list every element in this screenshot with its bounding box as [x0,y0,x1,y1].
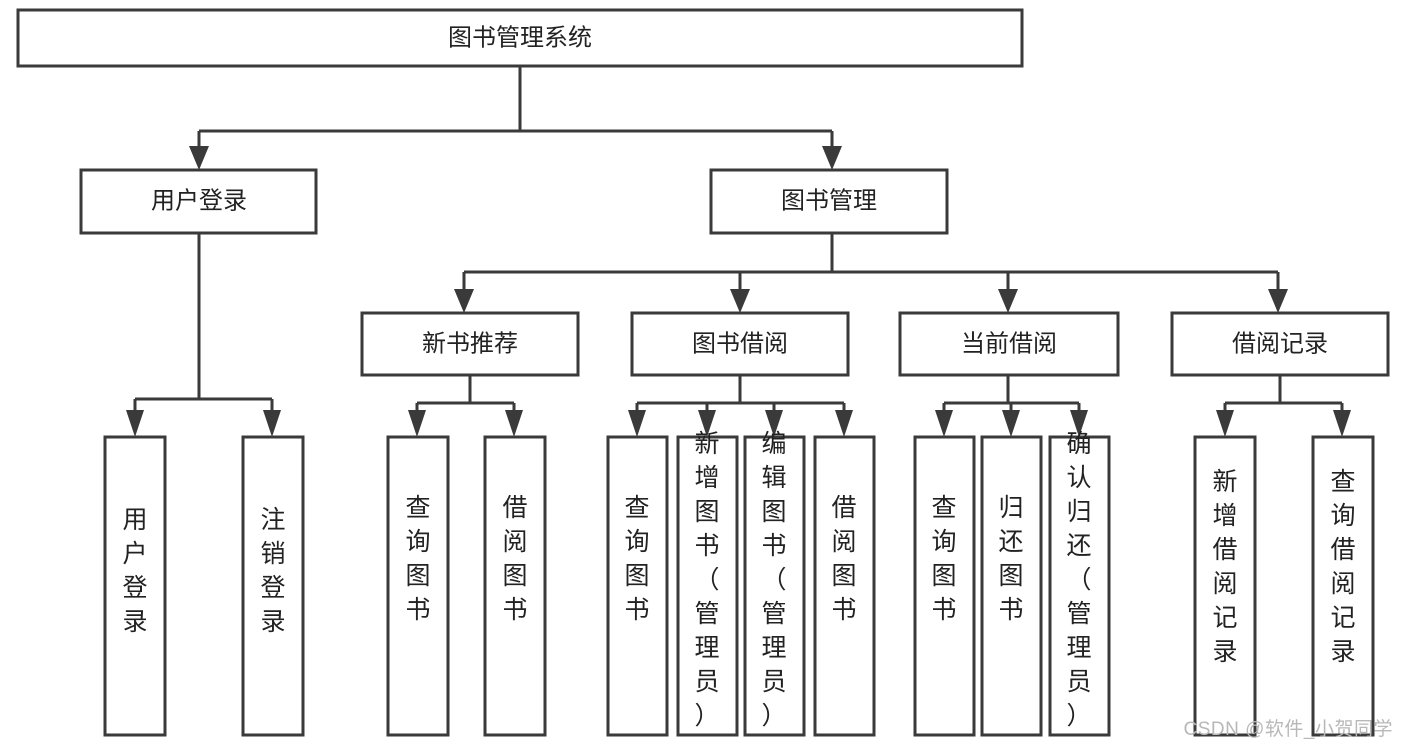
leaf-borrow-add-book[interactable]: 新增图书（管理员） [676,430,739,737]
leaf-newbook-query-label: 查询图书 [405,494,430,624]
node-user-login-label: 用户登录 [151,187,247,214]
leaf-records-query[interactable]: 查询借阅记录 [1311,435,1375,737]
node-book-management-label: 图书管理 [781,187,877,214]
leaf-records-add[interactable]: 新增借阅记录 [1193,435,1257,737]
arrow-leaf-user-login [126,410,144,437]
leaf-borrow-edit-book-box[interactable] [743,435,806,737]
node-new-book-recommend-box[interactable] [360,311,580,377]
arrow-records [1268,289,1288,313]
arrow-user-login [189,146,209,170]
node-root-system[interactable]: 图书管理系统 [16,8,1024,68]
arrow-newbook [454,289,474,313]
leaf-borrow-borrow-book[interactable]: 借阅图书 [813,435,876,737]
leaf-newbook-borrow-label: 借阅图书 [502,494,527,624]
arrow-borrow-leaf3 [765,410,783,437]
leaf-user-login-signin[interactable]: 用户登录 [103,435,167,737]
node-root-box[interactable] [16,8,1024,68]
arrow-borrow-leaf1 [628,410,646,437]
leaf-borrow-query-box[interactable] [606,435,669,737]
node-root-label: 图书管理系统 [448,24,592,51]
leaf-current-confirm-return[interactable]: 确认归还（管理员） [1048,430,1111,737]
node-borrow-records-label: 借阅记录 [1232,330,1328,357]
arrow-current-leaf3 [1070,410,1088,437]
arrow-current-leaf1 [935,410,953,437]
leaf-user-login-logout[interactable]: 注销登录 [241,435,305,737]
leaf-records-add-label: 新增借阅记录 [1212,468,1237,666]
node-current-borrow[interactable]: 当前借阅 [898,311,1120,377]
leaf-borrow-edit-book-label: 编辑图书（管理员） [761,430,786,730]
arrow-leaf-logout [263,410,281,437]
leaf-user-login-logout-box[interactable] [241,435,305,737]
leaf-newbook-query-box[interactable] [386,435,450,737]
leaf-borrow-query-label: 查询图书 [624,494,649,624]
leaf-current-query-label: 查询图书 [931,494,956,624]
leaf-current-return-box[interactable] [980,435,1043,737]
leaf-newbook-borrow[interactable]: 借阅图书 [483,435,547,737]
arrow-current [998,289,1018,313]
leaf-current-confirm-return-label: 确认归还（管理员） [1066,430,1091,730]
arrow-borrow-leaf4 [835,410,853,437]
leaf-borrow-edit-book[interactable]: 编辑图书（管理员） [743,430,806,737]
node-current-borrow-label: 当前借阅 [961,330,1057,357]
leaf-current-confirm-return-box[interactable] [1048,435,1111,737]
arrow-newbook-leaf2 [505,410,523,437]
leaf-borrow-add-book-box[interactable] [676,435,739,737]
node-borrow-records-box[interactable] [1170,311,1390,377]
leaf-records-add-box[interactable] [1193,435,1257,737]
node-borrow-records[interactable]: 借阅记录 [1170,311,1390,377]
leaf-user-login-logout-label: 注销登录 [260,506,285,636]
node-book-borrow[interactable]: 图书借阅 [630,311,850,377]
leaf-borrow-query[interactable]: 查询图书 [606,435,669,737]
arrow-records-leaf2 [1333,410,1351,437]
arrow-borrow-leaf2 [698,410,716,437]
node-user-login-box[interactable] [79,168,318,235]
node-book-borrow-box[interactable] [630,311,850,377]
leaf-borrow-add-book-label: 新增图书（管理员） [694,430,719,730]
leaf-records-query-label: 查询借阅记录 [1330,468,1355,666]
leaf-current-return[interactable]: 归还图书 [980,435,1043,737]
connector-group [126,66,1351,437]
node-book-borrow-label: 图书借阅 [692,330,788,357]
arrow-book-mgmt [822,146,842,170]
leaf-current-return-label: 归还图书 [998,494,1023,624]
leaf-user-login-signin-label: 用户登录 [122,506,147,636]
node-new-book-recommend[interactable]: 新书推荐 [360,311,580,377]
arrow-current-leaf2 [1002,410,1020,437]
leaf-current-query[interactable]: 查询图书 [913,435,976,737]
node-user-login[interactable]: 用户登录 [79,168,318,235]
leaf-newbook-query[interactable]: 查询图书 [386,435,450,737]
arrow-records-leaf1 [1216,410,1234,437]
leaf-borrow-borrow-book-label: 借阅图书 [831,494,856,624]
node-current-borrow-box[interactable] [898,311,1120,377]
leaf-user-login-signin-box[interactable] [103,435,167,737]
node-new-book-recommend-label: 新书推荐 [422,330,518,357]
node-book-management[interactable]: 图书管理 [709,168,949,235]
leaf-newbook-borrow-box[interactable] [483,435,547,737]
node-book-management-box[interactable] [709,168,949,235]
leaf-records-query-box[interactable] [1311,435,1375,737]
arrow-borrow [730,289,750,313]
arrow-newbook-leaf1 [408,410,426,437]
leaf-current-query-box[interactable] [913,435,976,737]
leaf-borrow-borrow-book-box[interactable] [813,435,876,737]
